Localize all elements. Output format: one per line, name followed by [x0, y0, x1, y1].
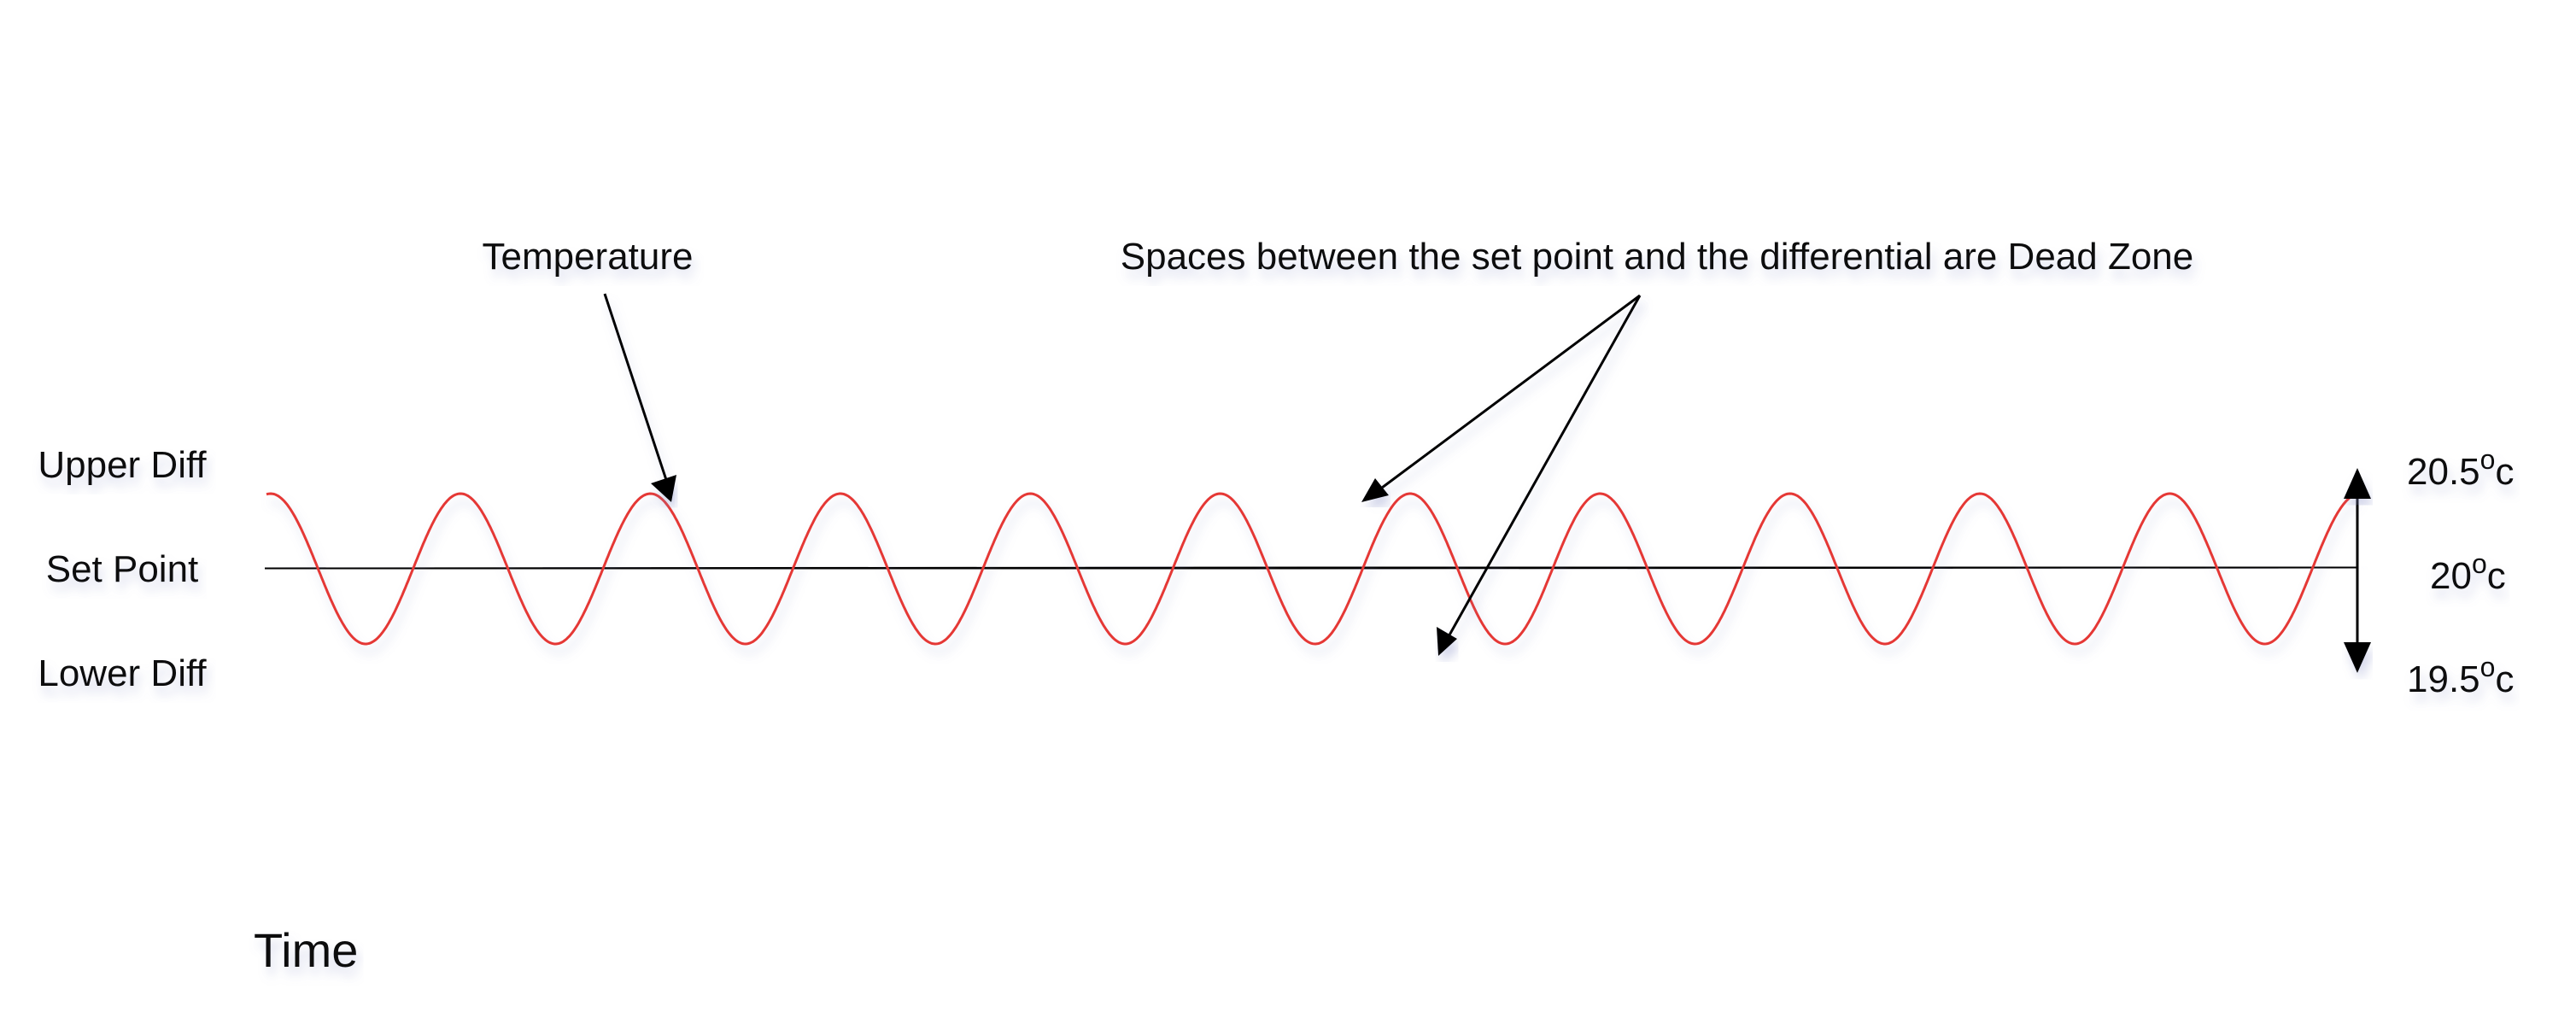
- dead-zone-arrow-upper-head: [1361, 478, 1389, 502]
- temperature-pointer-head: [651, 475, 676, 502]
- x-axis-label: Time: [254, 923, 358, 977]
- upper-diff-unit: c: [2495, 451, 2514, 493]
- lower-diff-number: 19.5: [2407, 658, 2480, 700]
- range-arrowhead-top: [2344, 468, 2371, 499]
- temperature-wave: [266, 492, 2356, 646]
- lower-diff-label: Lower Diff: [38, 652, 207, 694]
- dead-zone-annotation: Spaces between the set point and the dif…: [1121, 236, 2194, 278]
- lower-diff-degree: o: [2480, 652, 2496, 682]
- set-point-value: 20oc: [2430, 548, 2506, 597]
- set-point-degree: o: [2472, 548, 2487, 579]
- temperature-annotation: Temperature: [482, 236, 693, 278]
- set-point-unit: c: [2487, 555, 2506, 597]
- temperature-pointer-arrow: [603, 293, 673, 496]
- set-point-line: [264, 565, 2358, 570]
- set-point-label: Set Point: [46, 548, 199, 590]
- set-point-number: 20: [2430, 555, 2472, 597]
- dead-zone-arrow-lower: [1442, 295, 1642, 646]
- upper-diff-label: Upper Diff: [38, 444, 207, 486]
- lower-diff-value: 19.5oc: [2407, 652, 2514, 700]
- dead-zone-arrow-upper: [1371, 294, 1641, 497]
- upper-diff-value: 20.5oc: [2407, 444, 2514, 493]
- range-arrowhead-bottom: [2344, 642, 2371, 673]
- upper-diff-degree: o: [2480, 444, 2496, 475]
- upper-diff-number: 20.5: [2407, 451, 2480, 493]
- lower-diff-unit: c: [2495, 658, 2514, 700]
- dead-zone-arrow-lower-head: [1437, 627, 1457, 656]
